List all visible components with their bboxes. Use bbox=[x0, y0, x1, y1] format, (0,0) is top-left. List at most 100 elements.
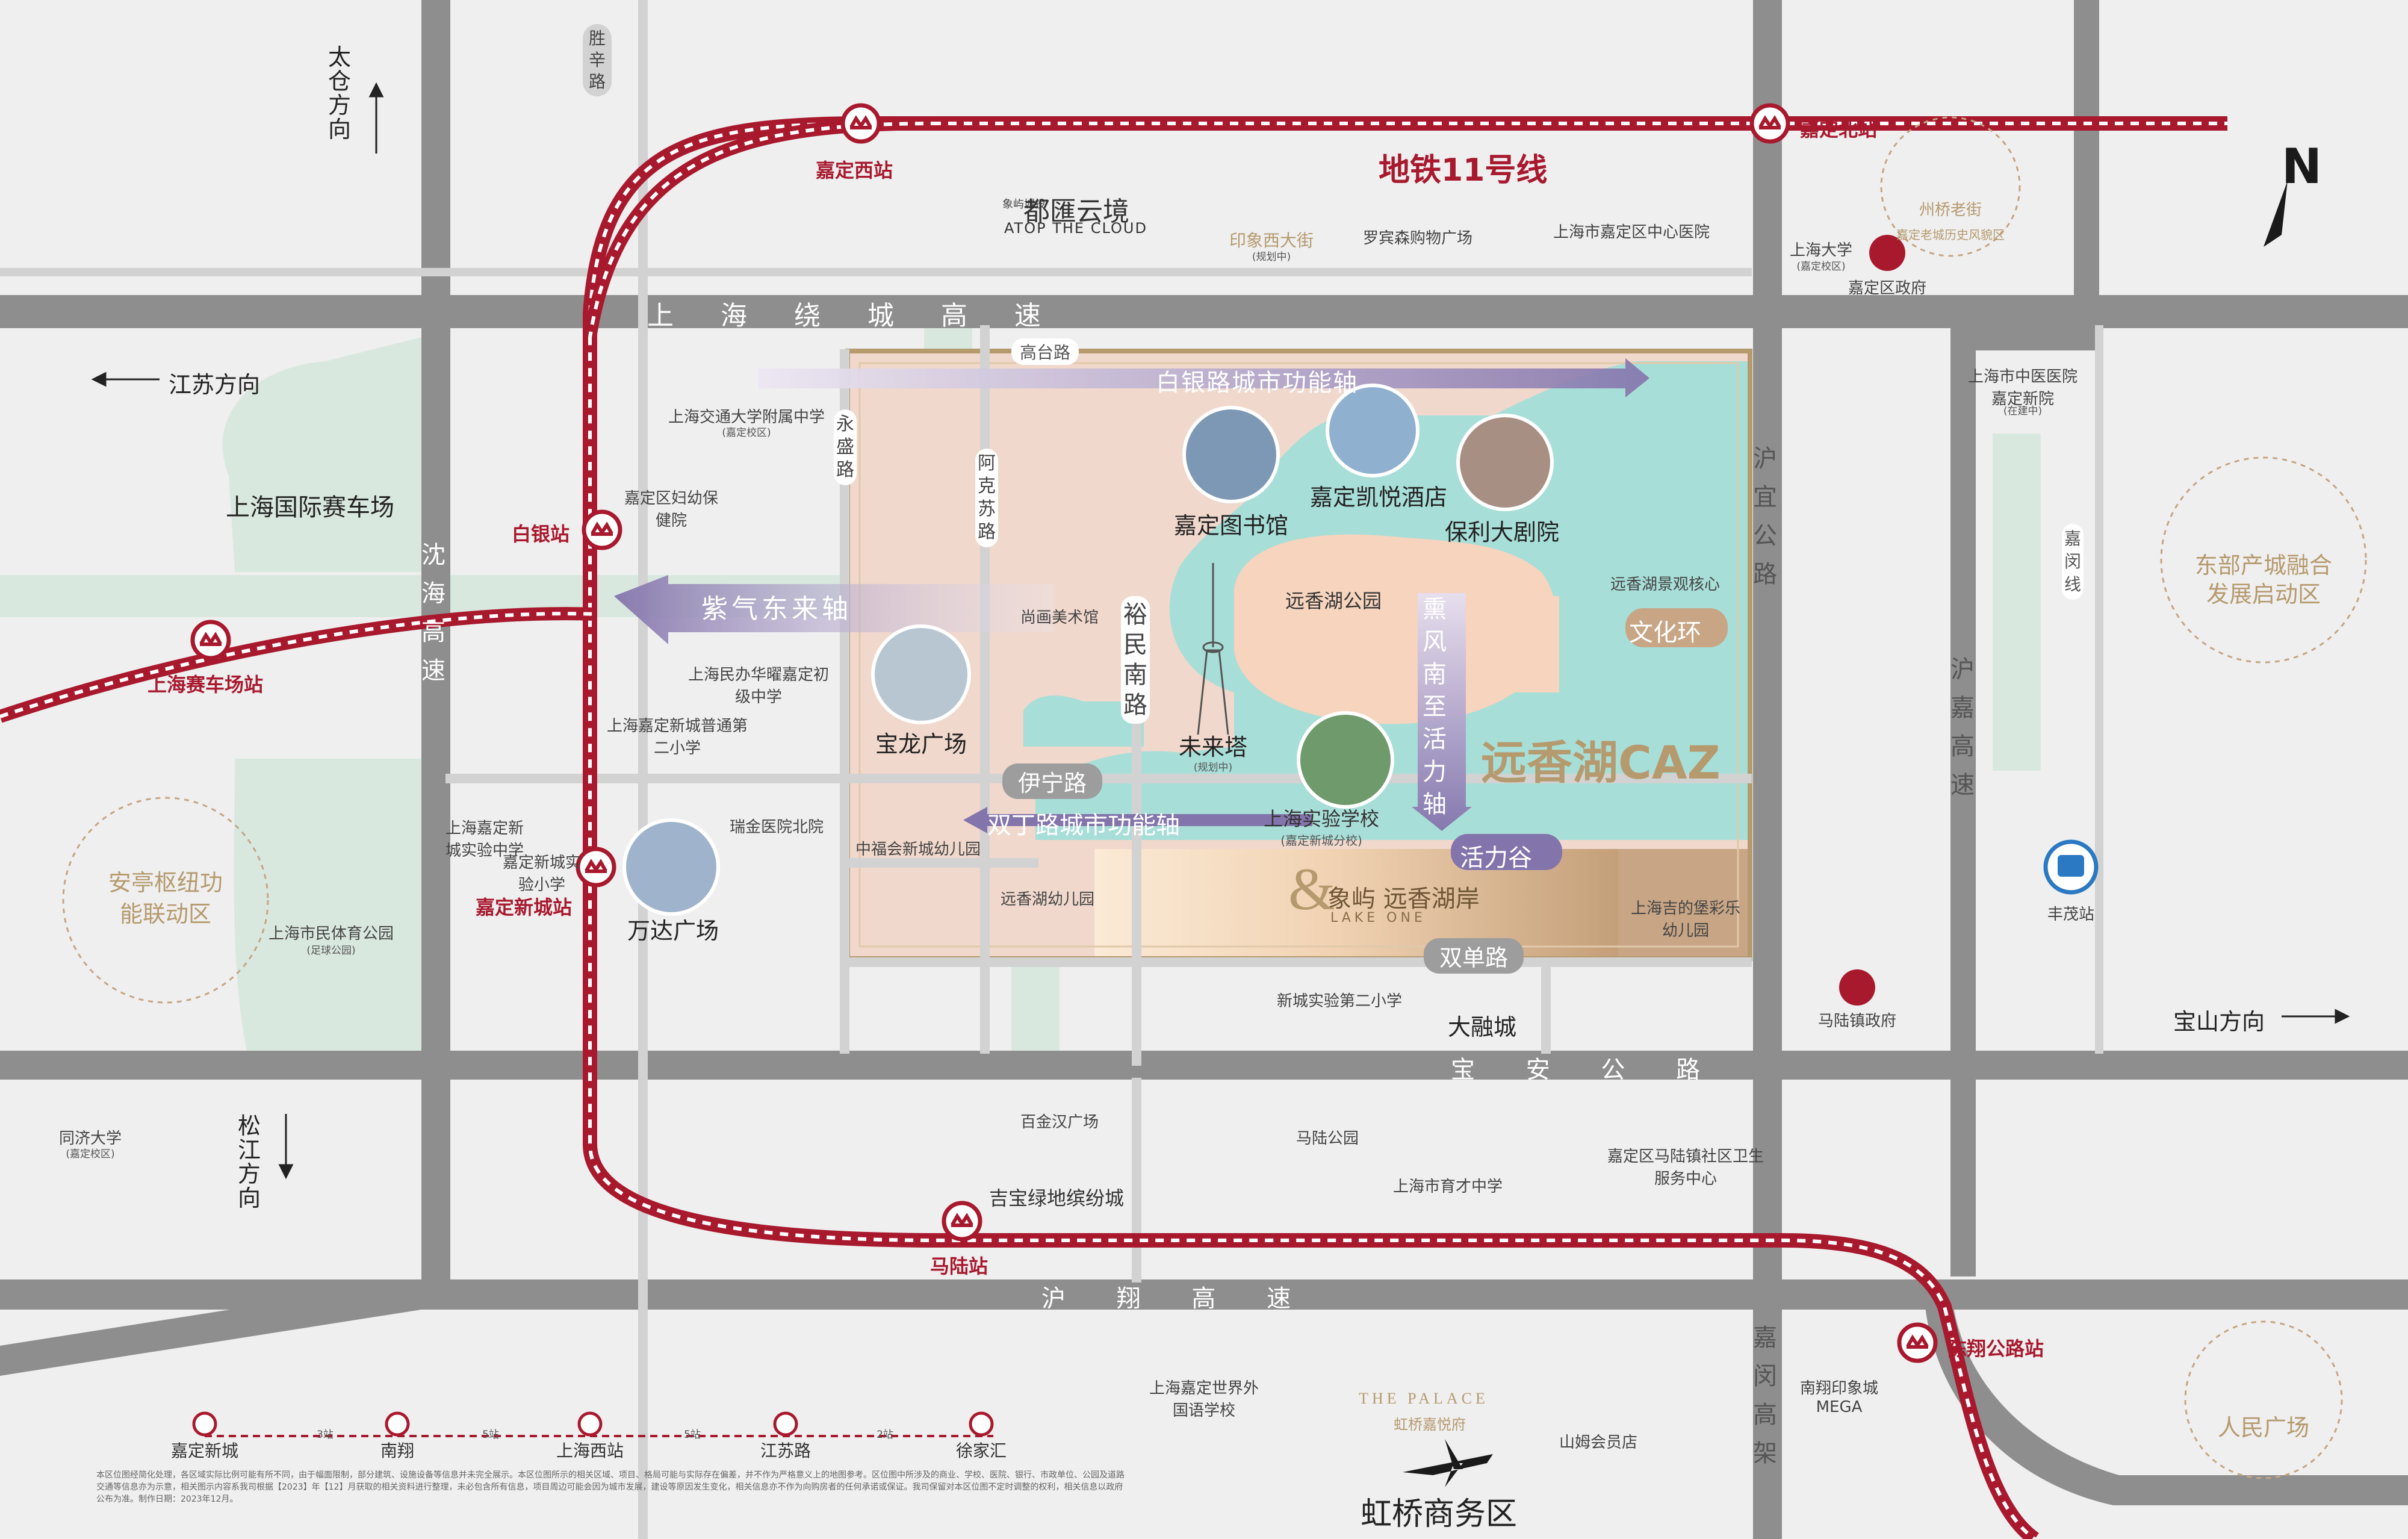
road-hujia: 沪嘉高速 bbox=[1950, 656, 1975, 799]
shu-label: 上海大学 bbox=[1789, 241, 1853, 260]
direction-taicang: 太仓方向 bbox=[328, 44, 352, 143]
robinson-label: 罗宾森购物广场 bbox=[1362, 229, 1473, 247]
axis-shuangding: 双丁路城市功能轴 bbox=[987, 812, 1180, 839]
station-jiading-north[interactable]: 嘉定北站 bbox=[1800, 118, 1878, 141]
legend-gap-2: 5站 bbox=[482, 1429, 499, 1441]
atop-name-en: ATOP THE CLOUD bbox=[1004, 220, 1147, 237]
road-yining: 伊宁路 bbox=[1002, 763, 1103, 799]
mega-label: 南翔印象城MEGA bbox=[1799, 1379, 1878, 1416]
yucai-label: 上海市育才中学 bbox=[1392, 1178, 1503, 1196]
road-baoan: 宝 安 公 路 bbox=[1451, 1056, 1722, 1084]
yxh-park-label: 远香湖公园 bbox=[1285, 589, 1382, 612]
baijinhan-label: 百金汉广场 bbox=[1020, 1113, 1099, 1131]
shiyan-label: 上海实验学校 bbox=[1263, 807, 1380, 830]
scenic-core-label: 远香湖景观核心 bbox=[1610, 576, 1721, 594]
ruijin-label: 瑞金医院北院 bbox=[730, 818, 824, 836]
sjtu-note: (嘉定校区) bbox=[722, 427, 771, 439]
axis-arrows bbox=[614, 358, 1728, 870]
hongqiao-label: 虹桥商务区 bbox=[1360, 1496, 1518, 1532]
jiading-hospital-label: 上海市嘉定区中心医院 bbox=[1553, 223, 1710, 241]
tcm-note: (在建中) bbox=[2003, 405, 2043, 417]
project-logo-icon: & bbox=[1288, 856, 1335, 922]
xc-second-label: 新城实验第二小学 bbox=[1276, 992, 1403, 1010]
kerry-label: 嘉定凯悦酒店 bbox=[1309, 484, 1448, 511]
road-yongsheng: 永盛路 bbox=[834, 409, 857, 485]
svg-text:&: & bbox=[1288, 856, 1335, 922]
weilai-note: (规划中) bbox=[1193, 762, 1233, 774]
tongji-note: (嘉定校区) bbox=[66, 1148, 115, 1160]
legend-stop-5: 徐家汇 bbox=[955, 1441, 1007, 1461]
shanghua-label: 尚画美术馆 bbox=[1020, 609, 1099, 627]
road-yuminnan: 裕民南路 bbox=[1121, 596, 1150, 724]
huayao-label: 上海民办华曜嘉定初级中学 bbox=[687, 666, 829, 706]
legend-gap-4: 2站 bbox=[877, 1429, 893, 1441]
north-arrow-icon bbox=[2264, 181, 2288, 247]
zhouqiao-label: 州桥老街 bbox=[1919, 201, 1982, 219]
direction-jiangsu: 江苏方向 bbox=[169, 372, 261, 398]
baolong-label: 宝龙广场 bbox=[875, 731, 967, 757]
legend-stop-2: 南翔 bbox=[380, 1441, 415, 1461]
yinxiang-note: (规划中) bbox=[1252, 251, 1291, 263]
legend-metro-line bbox=[192, 1411, 994, 1437]
disclaimer: 本区位图经简化处理，各区域实际比例可能有所不同，由于幅面限制，部分建筑、设施设备… bbox=[96, 1470, 1125, 1504]
atop-brand: 象屿城投 bbox=[1002, 198, 1046, 211]
caz-zone bbox=[845, 349, 1752, 961]
badge-wenhua: 文化环 bbox=[1629, 619, 1701, 647]
bus-station-icon bbox=[2043, 839, 2099, 895]
tongji-label: 同济大学 bbox=[58, 1130, 122, 1148]
road-jiamin-elevated: 嘉闵高架 bbox=[1753, 1324, 1777, 1467]
road-akesu: 阿克苏路 bbox=[975, 449, 998, 547]
foreign-school-label: 上海嘉定世界外国语学校 bbox=[1149, 1379, 1259, 1420]
citizen-note: (足球公园) bbox=[306, 945, 356, 957]
legend-gap-1: 3站 bbox=[317, 1429, 334, 1441]
government-icons bbox=[1839, 235, 1905, 1006]
legend-stop-1: 嘉定新城 bbox=[170, 1441, 239, 1461]
east-zone-label: 东部产城融合发展启动区 bbox=[2194, 552, 2332, 608]
direction-songjiang: 松江方向 bbox=[238, 1113, 261, 1211]
station-circuit[interactable]: 上海赛车场站 bbox=[147, 673, 264, 696]
station-baiyin[interactable]: 白银站 bbox=[512, 523, 570, 546]
darong-label: 大融城 bbox=[1447, 1014, 1517, 1040]
malu-gov-label: 马陆镇政府 bbox=[1817, 1012, 1897, 1030]
yxh-kinder-label: 远香湖幼儿园 bbox=[1000, 891, 1095, 909]
road-huxiang: 沪 翔 高 速 bbox=[1041, 1285, 1313, 1313]
metro-line bbox=[0, 116, 2227, 1539]
poly-label: 保利大剧院 bbox=[1444, 519, 1560, 546]
palace-cn: 虹桥嘉悦府 bbox=[1394, 1416, 1466, 1433]
shiyan-note: (嘉定新城分校) bbox=[1280, 833, 1362, 848]
road-shengxin: 胜辛路 bbox=[583, 24, 612, 96]
road-ring-expressway: 上 海 绕 城 高 速 bbox=[647, 300, 1060, 331]
station-chenxiang[interactable]: 陈翔公路站 bbox=[1947, 1337, 2044, 1360]
project-name-cn[interactable]: 象屿 远香湖岸 bbox=[1327, 885, 1480, 913]
tcm-hospital-label: 上海市中医医院嘉定新院 bbox=[1967, 368, 2078, 408]
axis-ziqi: 紫气东来轴 bbox=[701, 594, 852, 624]
badge-huoli: 活力谷 bbox=[1460, 844, 1532, 872]
yinxiang-label: 印象西大街 bbox=[1229, 231, 1314, 250]
station-jiading-west[interactable]: 嘉定西站 bbox=[816, 159, 893, 182]
sjtu-label: 上海交通大学附属中学 bbox=[668, 408, 825, 426]
caz-title: 远香湖CAZ bbox=[1481, 736, 1721, 789]
axis-baiyin: 白银路城市功能轴 bbox=[1156, 369, 1358, 397]
station-xincheng[interactable]: 嘉定新城站 bbox=[476, 896, 573, 919]
legend-stop-3: 上海西站 bbox=[556, 1441, 624, 1461]
weilai-label: 未来塔 bbox=[1178, 734, 1248, 760]
maternal-label: 嘉定区妇幼保健院 bbox=[624, 490, 718, 530]
palace-en: THE PALACE bbox=[1359, 1390, 1489, 1407]
road-gaotai: 高台路 bbox=[1011, 338, 1079, 365]
direction-arrows bbox=[91, 82, 2350, 1180]
station-malu[interactable]: 马陆站 bbox=[930, 1255, 988, 1278]
citizen-park-label: 上海市民体育公园 bbox=[268, 925, 394, 943]
district-gov-label: 嘉定区政府 bbox=[1848, 279, 1927, 297]
sams-label: 山姆会员店 bbox=[1559, 1434, 1638, 1452]
road-shuangdan: 双单路 bbox=[1424, 938, 1524, 974]
malu-health-label: 嘉定区马陆镇社区卫生服务中心 bbox=[1607, 1148, 1764, 1188]
xc-middle-label: 上海嘉定新城实验中学 bbox=[445, 819, 524, 860]
road-jiamin-line: 嘉闵线 bbox=[2062, 524, 2084, 600]
zhongfu-label: 中福会新城幼儿园 bbox=[855, 841, 981, 859]
library-label: 嘉定图书馆 bbox=[1173, 512, 1289, 539]
landmark-photos bbox=[622, 384, 1554, 916]
axis-xunfeng: 熏风南至活力轴 bbox=[1423, 595, 1447, 818]
project-name-en: LAKE ONE bbox=[1330, 910, 1426, 925]
